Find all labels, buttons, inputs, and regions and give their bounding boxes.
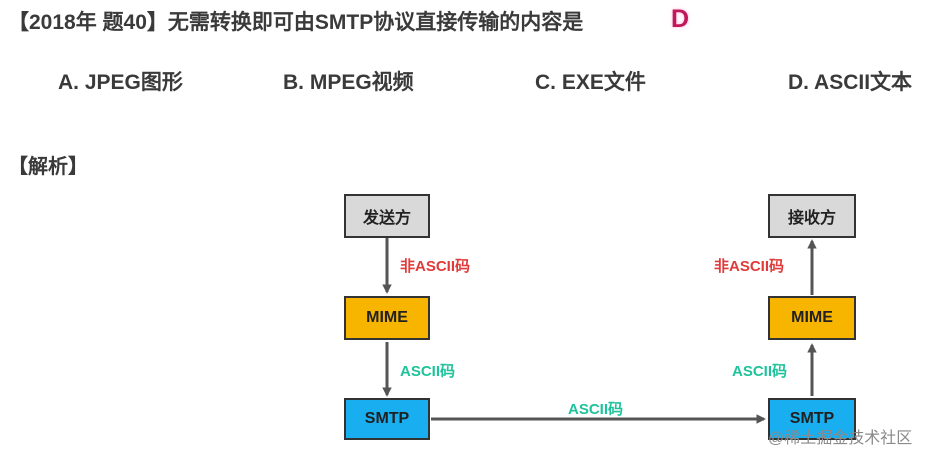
sender-box: 发送方 (344, 194, 430, 238)
option-d: D. ASCII文本 (788, 71, 913, 94)
label-non-ascii-right: 非ASCII码 (714, 258, 785, 275)
label-non-ascii-left: 非ASCII码 (400, 258, 471, 275)
question-text: 【2018年 题40】无需转换即可由SMTP协议直接传输的内容是 (8, 11, 584, 34)
option-b: B. MPEG视频 (283, 71, 414, 94)
label-ascii-left: ASCII码 (400, 363, 456, 380)
watermark: @稀土掘金技术社区 (768, 430, 913, 447)
analysis-heading: 【解析】 (8, 156, 88, 178)
receiver-box: 接收方 (768, 194, 856, 238)
label-ascii-middle: ASCII码 (568, 401, 624, 418)
mime-box-left: MIME (344, 296, 430, 340)
mime-box-right: MIME (768, 296, 856, 340)
label-ascii-right: ASCII码 (732, 363, 788, 380)
smtp-box-right: SMTP (768, 398, 856, 440)
option-c: C. EXE文件 (535, 71, 646, 94)
option-a: A. JPEG图形 (58, 71, 183, 94)
answer-badge: D (670, 5, 690, 33)
smtp-box-left: SMTP (344, 398, 430, 440)
